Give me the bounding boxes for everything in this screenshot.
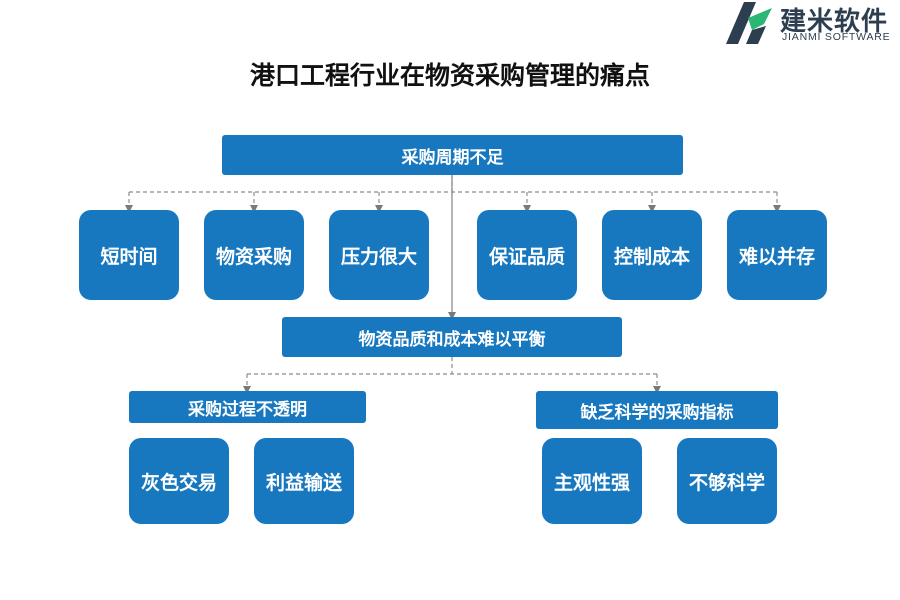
branch-1-child-2: 利益输送 <box>254 438 354 524</box>
page-title: 港口工程行业在物资采购管理的痛点 <box>249 61 650 90</box>
root-child-3: 压力很大 <box>329 210 429 300</box>
branch-node-2: 缺乏科学的采购指标 <box>536 391 778 429</box>
branch-2-child-1: 主观性强 <box>542 438 642 524</box>
root-node: 采购周期不足 <box>222 135 683 175</box>
root-child-2: 物资采购 <box>204 210 304 300</box>
branch-2-child-2: 不够科学 <box>677 438 777 524</box>
branch-node-1: 采购过程不透明 <box>129 391 366 423</box>
root-child-6: 难以并存 <box>727 210 827 300</box>
brand-logo: 建米软件 JIANMI SOFTWARE <box>722 0 900 46</box>
middle-node: 物资品质和成本难以平衡 <box>282 317 622 357</box>
root-child-4: 保证品质 <box>477 210 577 300</box>
brand-name-cn: 建米软件 <box>780 7 889 37</box>
root-child-1: 短时间 <box>79 210 179 300</box>
root-child-5: 控制成本 <box>602 210 702 300</box>
logo-mark-icon <box>726 2 772 44</box>
branch-1-child-1: 灰色交易 <box>129 438 229 524</box>
brand-name-en: JIANMI SOFTWARE <box>782 31 891 43</box>
